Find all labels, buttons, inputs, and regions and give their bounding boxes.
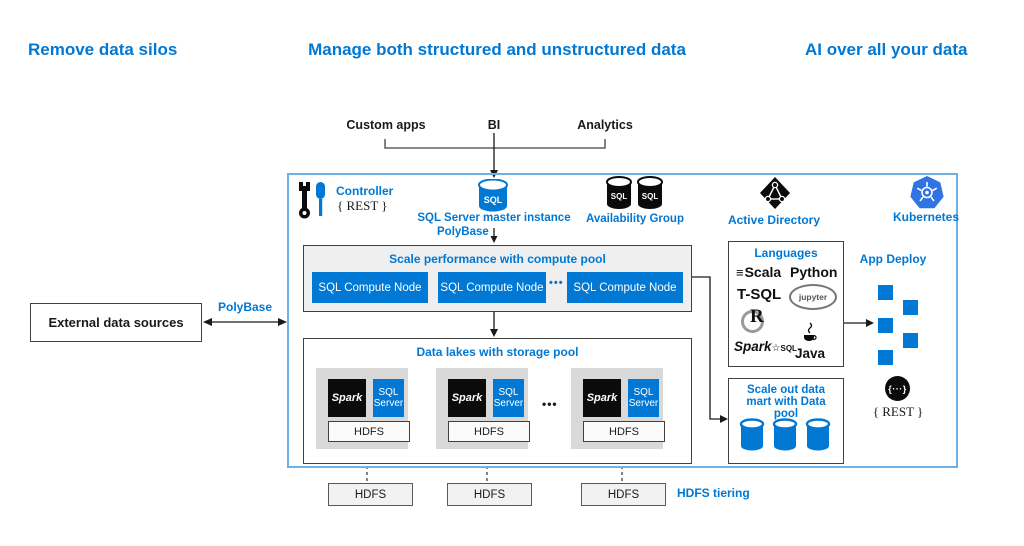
- compute-pool-box: Scale performance with compute pool SQL …: [303, 245, 692, 312]
- kubernetes-label: Kubernetes: [892, 210, 960, 224]
- label-custom-apps: Custom apps: [346, 118, 426, 132]
- sql-compute-node-3: SQL Compute Node: [567, 272, 683, 303]
- r-logo: R: [741, 306, 769, 333]
- r-ring-icon: [741, 310, 764, 333]
- hdfs-tiering-label: HDFS tiering: [677, 486, 750, 500]
- controller-tools-icon: [299, 182, 325, 219]
- sql-master-instance-label: SQL Server master instance: [417, 212, 571, 224]
- controller-rest-label: { REST }: [337, 198, 388, 213]
- compute-pool-title: Scale performance with compute pool: [389, 252, 606, 266]
- data-mart-box: Scale out data mart with Data pool: [728, 378, 844, 464]
- languages-title: Languages: [754, 246, 818, 260]
- header-manage-data: Manage both structured and unstructured …: [308, 40, 686, 59]
- spark-sql-logo: Spark☆SQL: [734, 339, 797, 354]
- data-mart-title: Scale out data mart with Data pool: [746, 384, 826, 420]
- java-cup-icon: [804, 322, 817, 341]
- compute-pool-ellipsis: •••: [549, 277, 564, 289]
- svg-text:SQL: SQL: [611, 192, 628, 201]
- storage-pool-title: Data lakes with storage pool: [416, 345, 579, 359]
- hdfs-box: HDFS: [328, 421, 410, 442]
- header-ai-over-data: AI over all your data: [805, 40, 968, 59]
- spark-icon: Spark: [328, 379, 366, 417]
- svg-text:SQL: SQL: [642, 192, 659, 201]
- languages-box: Languages ≡Scala Python T-SQL jupyter R …: [728, 241, 844, 367]
- sql-compute-node-2: SQL Compute Node: [438, 272, 546, 303]
- app-deploy-square: [878, 318, 893, 333]
- spark-star-icon: ☆: [771, 343, 781, 354]
- app-deploy-square: [903, 333, 918, 348]
- scala-logo: ≡Scala: [736, 264, 782, 280]
- controller-label: Controller: [336, 184, 394, 198]
- app-deploy-label: App Deploy: [859, 252, 927, 266]
- data-pool-cylinders-icon: [739, 418, 831, 451]
- sql-master-instance-icon: SQL: [478, 179, 508, 212]
- app-deploy-square: [878, 285, 893, 300]
- polybase-label-left: PolyBase: [217, 300, 273, 314]
- active-directory-icon: [760, 177, 790, 209]
- hdfs-tier-box-2: HDFS: [447, 483, 532, 506]
- hdfs-box: HDFS: [583, 421, 665, 442]
- hdfs-tier-box-3: HDFS: [581, 483, 666, 506]
- app-deploy-square: [878, 350, 893, 365]
- jupyter-logo: jupyter: [789, 284, 837, 310]
- spark-icon: Spark: [583, 379, 621, 417]
- header-remove-data-silos: Remove data silos: [28, 40, 178, 59]
- label-analytics: Analytics: [577, 118, 633, 132]
- rest-api-icon: {···}: [885, 376, 910, 401]
- availability-group-label: Availability Group: [586, 213, 684, 225]
- polybase-label-top: PolyBase: [437, 226, 489, 238]
- availability-group-icon: SQL SQL: [606, 176, 663, 209]
- tsql-logo: T-SQL: [737, 286, 782, 303]
- label-bi: BI: [487, 118, 501, 132]
- python-logo: Python: [790, 264, 838, 280]
- hdfs-box: HDFS: [448, 421, 530, 442]
- rest-api-label: { REST }: [872, 404, 924, 419]
- svg-text:SQL: SQL: [484, 195, 503, 205]
- app-deploy-square: [903, 300, 918, 315]
- scala-bars-icon: ≡: [736, 265, 744, 280]
- sql-compute-node-1: SQL Compute Node: [312, 272, 428, 303]
- storage-pool-ellipsis: •••: [542, 397, 558, 411]
- cluster-boundary-box: [287, 173, 958, 468]
- java-logo: Java: [791, 322, 829, 361]
- external-data-sources-box: External data sources: [30, 303, 202, 342]
- hdfs-tier-box-1: HDFS: [328, 483, 413, 506]
- kubernetes-icon: [910, 176, 944, 209]
- active-directory-label: Active Directory: [727, 213, 821, 227]
- spark-icon: Spark: [448, 379, 486, 417]
